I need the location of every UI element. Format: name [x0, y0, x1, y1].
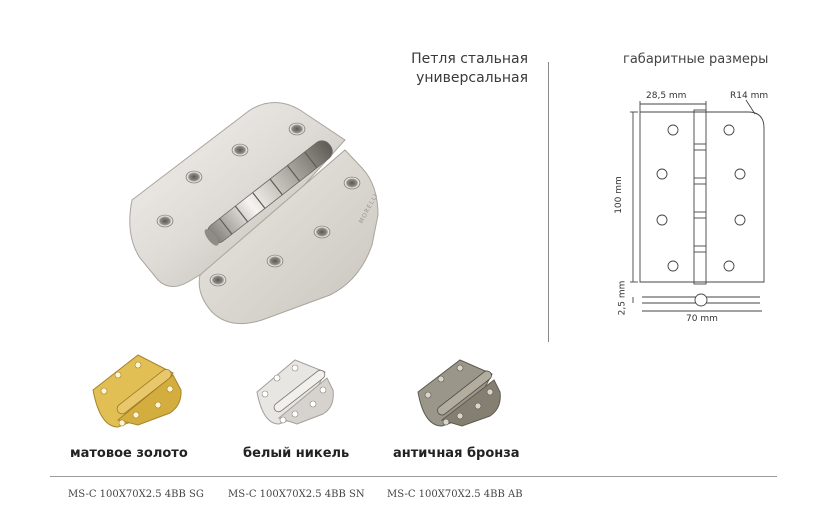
- variant-name-bronze: античная бронза: [393, 446, 520, 461]
- variant-name-nickel: белый никель: [243, 446, 350, 461]
- variant-nickel-image: [256, 359, 334, 425]
- variant-name-gold: матовое золото: [70, 446, 188, 461]
- product-title-line2: универсальная: [416, 70, 528, 86]
- variant-sku-gold: MS-C 100X70X2.5 4BB SG: [68, 489, 204, 500]
- dim-radius: R14 mm: [730, 91, 769, 101]
- footer-divider: [50, 476, 777, 477]
- product-title-line1: Петля стальная: [411, 51, 528, 67]
- variant-bronze-image: [417, 359, 501, 427]
- product-title: Петля стальная универсальная: [411, 50, 528, 88]
- dimensions-title: габаритные размеры: [623, 52, 769, 67]
- variant-sku-bronze: MS-C 100X70X2.5 4BB AB: [387, 489, 523, 500]
- dim-thickness: 2,5 mm: [617, 280, 628, 316]
- dim-width-total: 70 mm: [686, 314, 718, 324]
- variant-sku-nickel: MS-C 100X70X2.5 4BB SN: [228, 489, 365, 500]
- section-divider: [548, 62, 549, 342]
- dim-width-top: 28,5 mm: [646, 91, 687, 101]
- dim-height: 100 mm: [613, 176, 624, 214]
- variant-gold-image: [92, 354, 182, 428]
